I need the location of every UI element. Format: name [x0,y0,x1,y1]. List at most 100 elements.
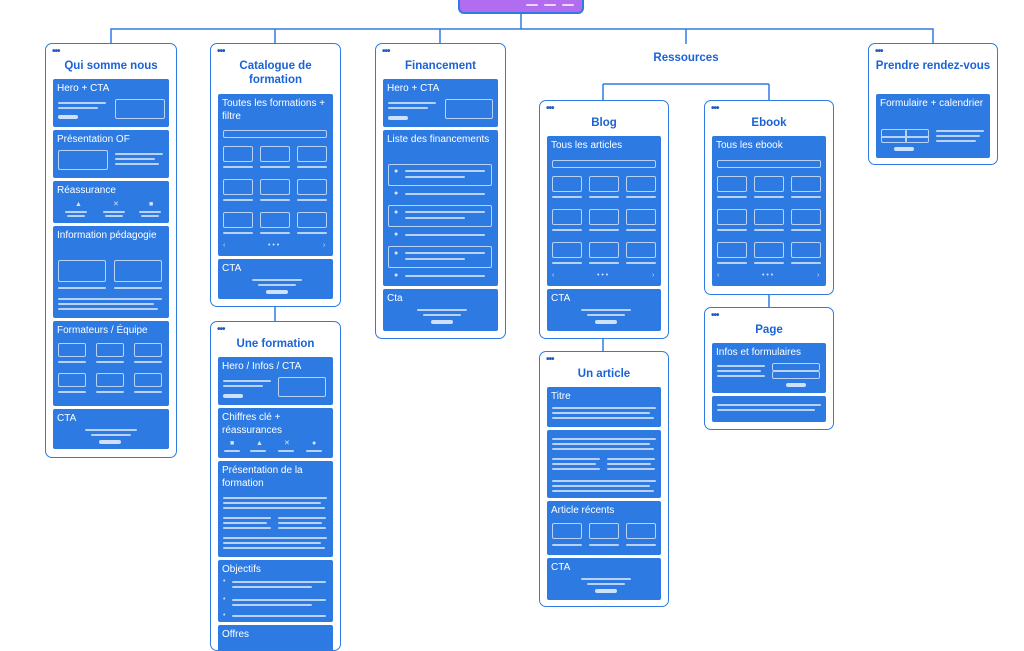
text-line-placeholder [297,166,327,168]
text-line-placeholder [223,232,253,234]
section-offres[interactable]: Offres [218,625,333,650]
section-presentation-of[interactable]: Présentation OF [53,130,169,178]
card-page[interactable]: ••• Page Infos et formulaires [704,307,834,430]
text-line-placeholder [297,199,327,201]
section-cta[interactable]: CTA [218,259,333,299]
card-financement[interactable]: ••• Financement Hero + CTA Liste des fin… [375,43,506,339]
text-line-placeholder [417,309,467,311]
text-line-placeholder [232,581,326,583]
text-line-placeholder [260,199,290,201]
text-line-placeholder [717,404,821,406]
text-line-placeholder [717,365,765,367]
section-label: CTA [551,562,571,573]
bullet-icon: • • • [268,242,280,249]
section-article-recents[interactable]: Article récents [547,501,661,555]
text-line-placeholder [581,578,631,580]
section-label: Toutes les formations + filtre [222,98,326,122]
bullet-icon: ● [394,190,399,197]
root-node[interactable] [458,0,584,14]
text-line-placeholder [223,199,253,201]
text-line-placeholder [223,385,263,387]
section-tous-les-articles[interactable]: Tous les articles ‹ • • • › [547,136,661,286]
text-line-placeholder [96,361,124,363]
text-line-placeholder [552,443,650,445]
image-placeholder [552,176,582,192]
section-reassurance[interactable]: Réassurance ▲ ✕ ■ [53,181,169,223]
text-line-placeholder [552,448,654,450]
section-chiffres-cle[interactable]: Chiffres clé + réassurances ■ ▲ ✕ ● [218,408,333,458]
text-line-placeholder [388,107,428,109]
text-line-placeholder [552,463,596,465]
image-placeholder [58,150,108,170]
text-line-placeholder [626,544,656,546]
text-line-placeholder [224,450,240,452]
image-placeholder [297,179,327,195]
section-article-content[interactable] [547,430,661,498]
text-line-placeholder [717,370,761,372]
image-placeholder [134,343,162,357]
card-title: Une formation [236,338,315,350]
section-cta[interactable]: CTA [53,409,169,449]
section-label: CTA [551,293,571,304]
section-toutes-les-formations[interactable]: Toutes les formations + filtre ‹ • • • › [218,94,333,256]
text-line-placeholder [607,468,655,470]
section-tous-les-ebook[interactable]: Tous les ebook ‹ • • • › [712,136,826,286]
section-label: Hero + CTA [387,83,440,94]
section-cta[interactable]: CTA [547,289,661,331]
bullet-icon: ● [312,440,317,447]
text-line-placeholder [717,229,747,231]
section-presentation-formation[interactable]: Présentation de la formation [218,461,333,557]
section-formulaire-calendrier[interactable]: Formulaire + calendrier [876,94,990,158]
section-titre[interactable]: Titre [547,387,661,427]
section-page-content[interactable] [712,396,826,422]
section-information-pedagogie[interactable]: Information pédagogie [53,226,169,318]
text-line-placeholder [58,107,98,109]
section-liste-des-financements[interactable]: Liste des financements ● ● ● ● ● ● [383,130,498,286]
text-line-placeholder [115,163,159,165]
image-placeholder [223,179,253,195]
bullet-icon: ‹ [717,272,720,279]
section-cta[interactable]: Cta [383,289,498,331]
text-line-placeholder [223,547,325,549]
card-blog[interactable]: ••• Blog Tous les articles ‹ • • • › CTA [539,100,669,339]
text-line-placeholder [552,485,650,487]
section-objectifs[interactable]: Objectifs • • • [218,560,333,622]
text-line-placeholder [58,102,106,104]
text-line-placeholder [115,158,155,160]
section-hero-cta[interactable]: Hero + CTA [53,79,169,127]
button-placeholder [431,320,453,324]
image-placeholder [589,242,619,258]
text-line-placeholder [791,262,821,264]
section-label: Présentation de la formation [222,465,303,489]
section-label: CTA [222,263,242,274]
text-line-placeholder [223,380,271,382]
card-un-article[interactable]: ••• Un article Titre Article récents CTA [539,351,669,607]
card-title: Qui somme nous [64,60,158,72]
text-line-placeholder [589,196,619,198]
card-prendre-rendez-vous[interactable]: ••• Prendre rendez-vous Formulaire + cal… [868,43,998,165]
section-hero-cta[interactable]: Hero + CTA [383,79,498,127]
card-ebook[interactable]: ••• Ebook Tous les ebook ‹ • • • › [704,100,834,295]
text-line-placeholder [552,544,582,546]
window-dots-icon: ••• [217,324,225,335]
text-line-placeholder [278,527,326,529]
section-formateurs-equipe[interactable]: Formateurs / Équipe [53,321,169,406]
section-label: Information pédagogie [57,230,157,241]
card-une-formation[interactable]: ••• Une formation Hero / Infos / CTA Chi… [210,321,341,651]
text-line-placeholder [139,211,161,213]
text-line-placeholder [114,287,162,289]
text-line-placeholder [223,522,267,524]
text-line-placeholder [405,275,485,277]
text-line-placeholder [260,232,290,234]
section-infos-et-formulaires[interactable]: Infos et formulaires [712,343,826,393]
text-line-placeholder [581,309,631,311]
image-placeholder [552,160,656,168]
image-placeholder [772,363,820,371]
bullet-icon: › [652,272,655,279]
section-hero-infos-cta[interactable]: Hero / Infos / CTA [218,357,333,405]
image-placeholder [115,99,165,119]
section-cta[interactable]: CTA [547,558,661,600]
card-qui-somme-nous[interactable]: ••• Qui somme nous Hero + CTA Présentati… [45,43,177,458]
text-line-placeholder [905,130,907,142]
card-catalogue-de-formation[interactable]: ••• Catalogue de formation Toutes les fo… [210,43,341,307]
